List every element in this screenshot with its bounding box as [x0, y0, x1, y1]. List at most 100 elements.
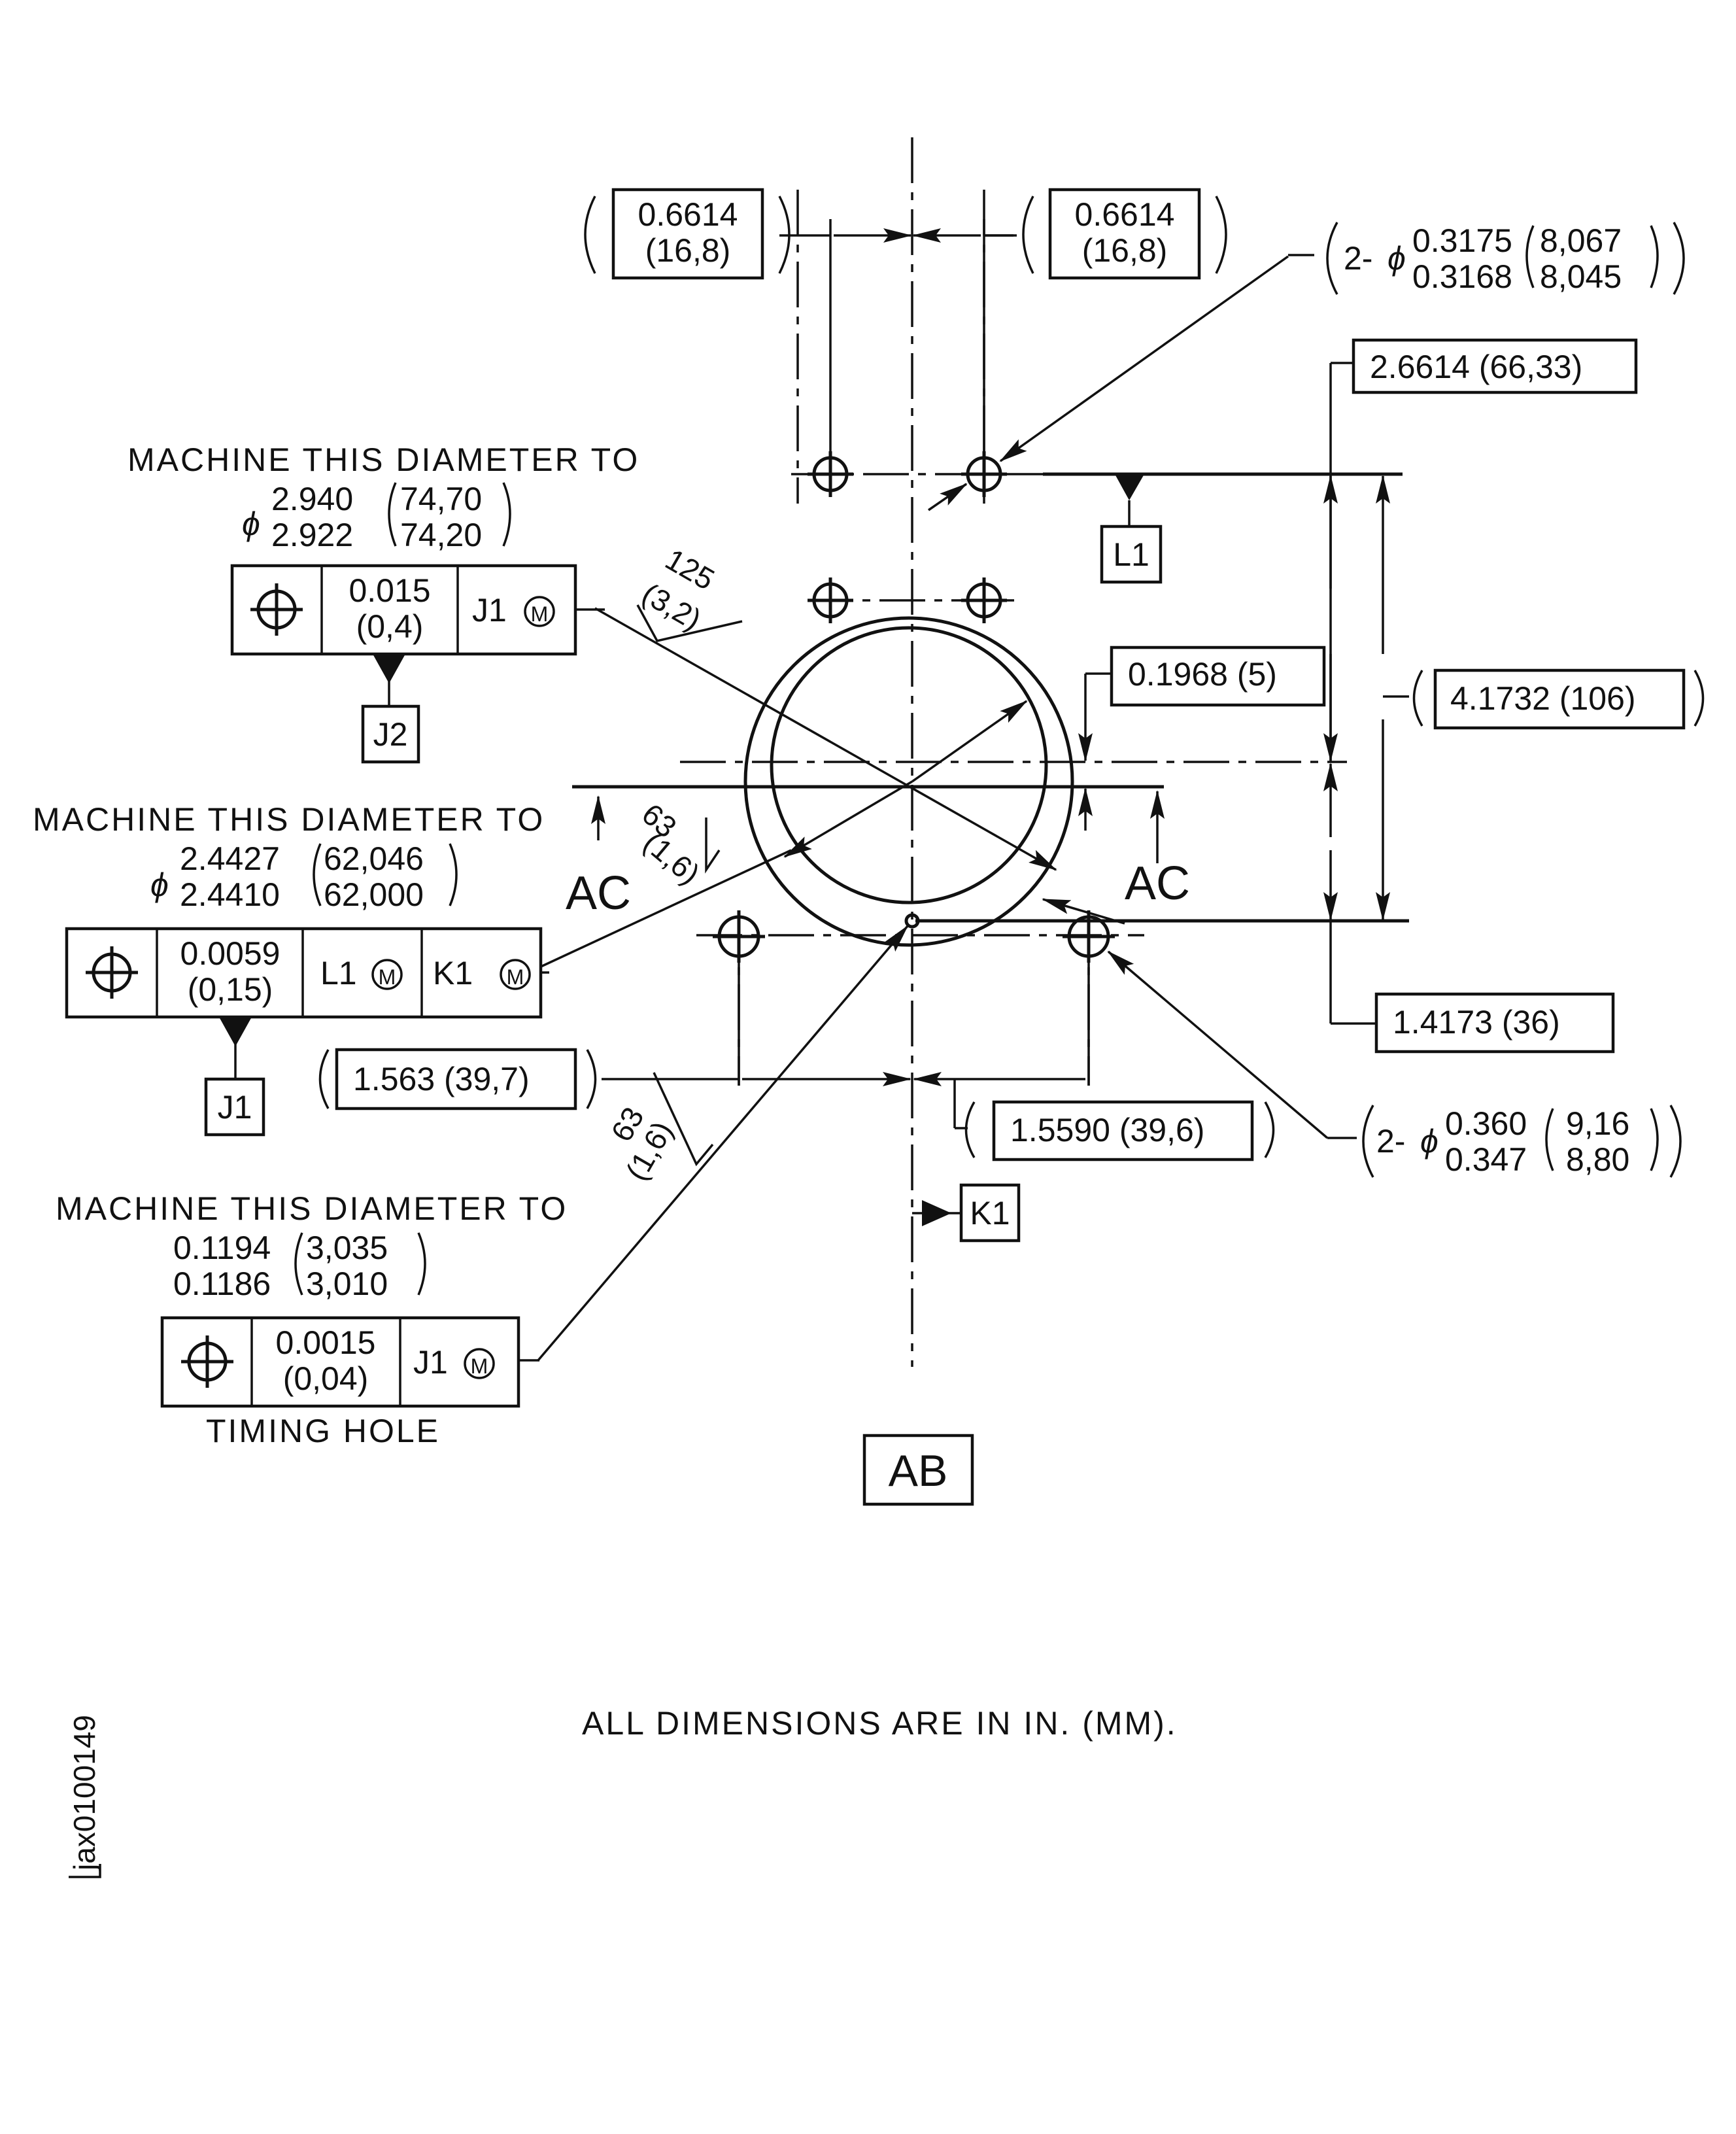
note1-lower: 2.922: [271, 517, 353, 553]
datum-k1-label: K1: [970, 1195, 1010, 1231]
large-holes-mm-upper: 9,16: [1566, 1105, 1629, 1142]
timing-hole-circle: [904, 913, 920, 929]
note1-title: MACHINE THIS DIAMETER TO: [128, 441, 639, 478]
note1-upper: 2.940: [271, 481, 353, 517]
svg-text:M: M: [379, 965, 396, 989]
small-holes-mm-lower: 8,045: [1540, 258, 1622, 295]
note-machine-diameter-3: MACHINE THIS DIAMETER TO 0.1194 0.1186 3…: [56, 1190, 566, 1302]
note2-mm-lower: 62,000: [324, 876, 424, 913]
note3-upper: 0.1194: [173, 1230, 271, 1266]
frame1-datum: J1: [472, 592, 507, 628]
dim-top-left: 0.6614 (16,8): [584, 188, 791, 280]
large-holes-upper: 0.360: [1445, 1105, 1527, 1142]
dim-right-spacing-value: 1.5590 (39,6): [1010, 1112, 1204, 1148]
frame3-tolerance-mm: (0,04): [283, 1360, 369, 1397]
hole-top-left: [808, 451, 853, 497]
section-label-right: AC: [1125, 857, 1190, 910]
large-holes-lower: 0.347: [1445, 1141, 1527, 1178]
hole-mid-right: [961, 577, 1007, 623]
dim-left-spacing-value: 1.563 (39,7): [353, 1061, 530, 1097]
small-holes-upper: 0.3175: [1412, 222, 1512, 259]
note2-mm-upper: 62,046: [324, 840, 424, 877]
dimension-lines: [537, 219, 1409, 1362]
dim-top-left-mm: (16,8): [645, 232, 731, 269]
note2-title: MACHINE THIS DIAMETER TO: [33, 801, 545, 838]
dim-height-total: 4.1732 (106): [1412, 668, 1705, 730]
large-holes-prefix: 2-: [1376, 1123, 1405, 1160]
datum-j2-label: J2: [373, 716, 408, 753]
datum-j1-label: J1: [218, 1089, 252, 1126]
frame1-tolerance: 0.015: [349, 572, 430, 609]
hole-top-right: [961, 451, 1007, 497]
figure-id-text: jax0100149: [67, 1715, 101, 1872]
small-holes-prefix: 2-: [1344, 240, 1372, 277]
small-hole-symbols: [713, 451, 1115, 963]
note1-mm-upper: 74,70: [400, 481, 482, 517]
svg-text:M: M: [531, 602, 549, 626]
datum-k1: K1: [959, 1183, 1021, 1243]
note3-mm-upper: 3,035: [306, 1230, 388, 1266]
frame2-datum1: L1: [320, 955, 357, 991]
diameter-symbol: ϕ: [150, 867, 169, 903]
mmc-modifier-icon: M: [524, 596, 555, 627]
feature-control-frame-1: 0.015 (0,4) J1 M: [230, 564, 605, 656]
dim-top-left-inch: 0.6614: [638, 196, 738, 233]
hole-mid-left: [808, 577, 853, 623]
note2-lower: 2.4410: [180, 876, 280, 913]
frame1-tolerance-mm: (0,4): [356, 608, 424, 645]
figure-id: jax0100149: [67, 1715, 101, 1878]
hole-large-right: [1063, 910, 1115, 963]
note3-mm-lower: 3,010: [306, 1265, 388, 1302]
frame2-tolerance: 0.0059: [180, 935, 281, 972]
timing-hole-caption: TIMING HOLE: [206, 1413, 440, 1449]
diameter-symbol: ϕ: [1420, 1123, 1438, 1160]
frame2-datum2: K1: [433, 955, 473, 991]
datum-l1: L1: [1100, 474, 1163, 584]
note2-upper: 2.4427: [180, 840, 280, 877]
dim-height-top-value: 2.6614 (66,33): [1370, 349, 1582, 385]
section-label-left: AC: [566, 867, 631, 920]
diameter-symbol: ϕ: [242, 506, 260, 542]
dim-top-right-mm: (16,8): [1082, 232, 1168, 269]
dim-top-right-inch: 0.6614: [1075, 196, 1175, 233]
section-arrows: AC AC: [566, 790, 1190, 920]
mmc-modifier-icon: M: [500, 959, 531, 990]
part-geometry: [572, 472, 1409, 947]
small-holes-lower: 0.3168: [1412, 258, 1512, 295]
view-label-text: AB: [889, 1446, 948, 1496]
feature-control-frame-2: 0.0059 (0,15) L1 M K1 M: [65, 927, 549, 1019]
note3-lower: 0.1186: [173, 1265, 271, 1302]
dim-offset-value: 0.1968 (5): [1128, 656, 1277, 693]
datum-l1-label: L1: [1113, 536, 1149, 573]
svg-text:M: M: [471, 1354, 488, 1378]
dim-height-bottom-value: 1.4173 (36): [1393, 1004, 1560, 1041]
dim-height-bottom: 1.4173 (36): [1374, 992, 1615, 1054]
finish-63a-mm: (1,6): [637, 825, 706, 891]
note1-mm-lower: 74,20: [400, 517, 482, 553]
position-symbol-icon: [181, 1335, 233, 1388]
position-symbol-icon: [250, 583, 303, 636]
dim-offset: 0.1968 (5): [1110, 645, 1326, 707]
svg-text:M: M: [507, 965, 524, 989]
dim-left-spacing: 1.563 (39,7): [318, 1048, 597, 1110]
surface-finish-symbols: 125 (3,2) 63 (1,6) 63 (1,6): [604, 542, 743, 1186]
feature-control-frame-3: 0.0015 (0,04) J1 M: [160, 1316, 539, 1408]
datum-j1: J1: [204, 1017, 265, 1137]
frame3-tolerance: 0.0015: [276, 1324, 376, 1361]
units-note: ALL DIMENSIONS ARE IN IN. (MM).: [582, 1705, 1178, 1742]
small-holes-mm-upper: 8,067: [1540, 222, 1622, 259]
mmc-modifier-icon: M: [371, 959, 403, 990]
position-symbol-icon: [86, 946, 138, 999]
dim-height-top: 2.6614 (66,33): [1352, 338, 1638, 394]
frame3-datum: J1: [413, 1344, 448, 1381]
hole-large-left: [713, 910, 765, 963]
frame2-tolerance-mm: (0,15): [188, 971, 273, 1008]
diameter-symbol: ϕ: [1387, 240, 1406, 277]
dim-right-spacing: 1.5590 (39,6): [964, 1100, 1275, 1162]
center-lines: [680, 137, 1347, 1367]
note-machine-diameter-2: MACHINE THIS DIAMETER TO ϕ 2.4427 2.4410…: [33, 801, 545, 913]
datum-j2: J2: [361, 654, 420, 764]
dim-height-total-value: 4.1732 (106): [1450, 680, 1636, 717]
dim-top-right: 0.6614 (16,8): [1022, 188, 1227, 280]
